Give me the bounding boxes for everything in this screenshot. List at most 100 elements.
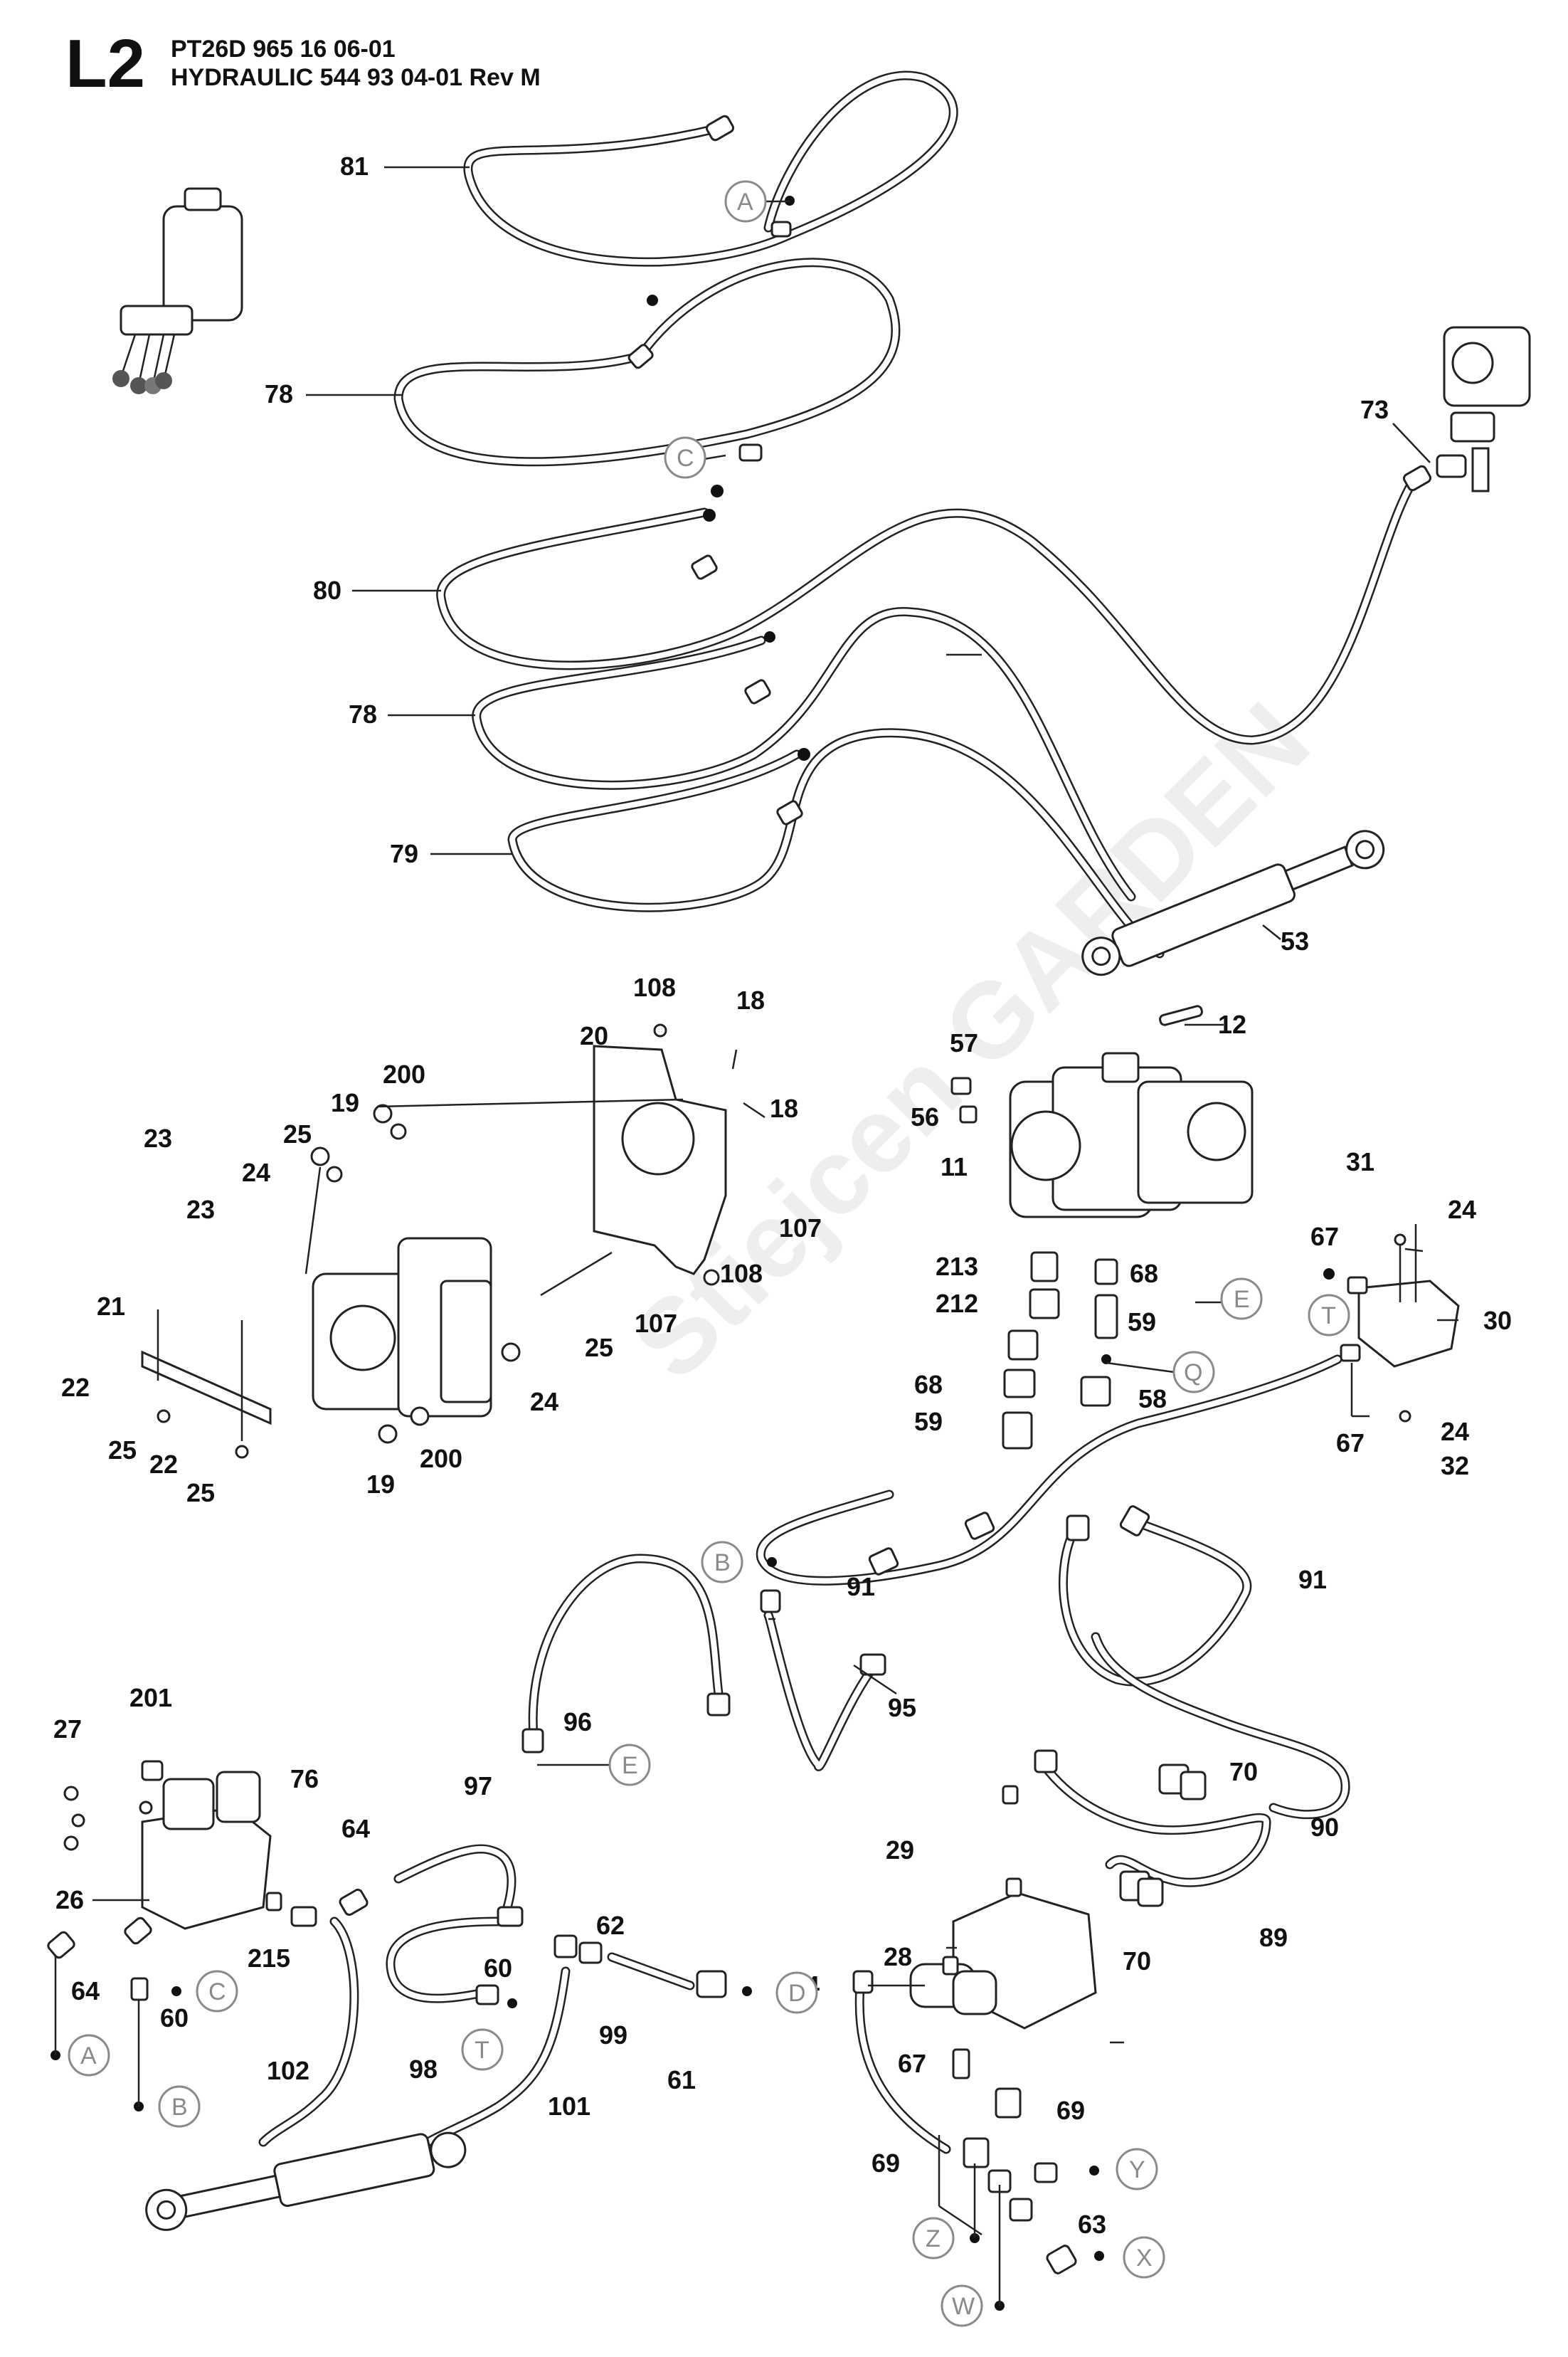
- callout-68: 68: [914, 1370, 943, 1399]
- letter-marker-z: Z: [912, 2217, 955, 2260]
- callout-80: 80: [313, 576, 341, 605]
- callout-62: 62: [596, 1911, 625, 1940]
- callout-59: 59: [1128, 1307, 1156, 1336]
- callout-64: 64: [71, 1976, 100, 2005]
- callout-78: 78: [349, 700, 377, 729]
- callout-212: 212: [936, 1289, 978, 1318]
- callout-61: 61: [667, 2065, 696, 2094]
- callout-24: 24: [530, 1387, 558, 1416]
- callout-213: 213: [936, 1252, 978, 1281]
- callout-29: 29: [886, 1835, 914, 1865]
- callout-24: 24: [1448, 1195, 1476, 1224]
- orbital-motor-icon: [112, 187, 243, 394]
- callout-63: 63: [1078, 2210, 1106, 2239]
- callout-70: 70: [1229, 1757, 1258, 1786]
- svg-text:C: C: [208, 1978, 226, 2005]
- leader-lines: [92, 166, 1458, 2044]
- mid-hose-group: [521, 1354, 1342, 1771]
- svg-text:T: T: [1321, 1302, 1336, 1329]
- letter-marker-c: C: [196, 1970, 238, 2013]
- callout-95: 95: [888, 1693, 916, 1722]
- callout-59: 59: [914, 1407, 943, 1436]
- callout-26: 26: [55, 1885, 84, 1914]
- callout-81: 81: [340, 152, 369, 181]
- lift-cylinder-lower-left: [145, 2131, 467, 2231]
- callout-73: 73: [1360, 395, 1389, 424]
- letter-marker-w: W: [941, 2284, 983, 2327]
- callout-12: 12: [1218, 1010, 1246, 1039]
- valve-block-30: [1323, 1224, 1460, 1423]
- callout-101: 101: [548, 2092, 590, 2121]
- svg-text:W: W: [952, 2293, 975, 2320]
- fitting-stack-center: [1002, 1251, 1118, 1450]
- callout-97: 97: [464, 1771, 492, 1800]
- callout-67: 67: [898, 2049, 926, 2078]
- svg-text:A: A: [80, 2042, 97, 2069]
- callout-60: 60: [160, 2003, 189, 2032]
- callout-18: 18: [736, 986, 765, 1015]
- callout-22: 22: [61, 1373, 90, 1402]
- letter-marker-e: E: [608, 1744, 651, 1786]
- letter-marker-b: B: [158, 2085, 201, 2128]
- hydrostatic-pump-11: [950, 1005, 1254, 1218]
- letter-marker-q: Q: [1172, 1351, 1215, 1393]
- upper-hose-group: [393, 70, 1432, 959]
- callout-25: 25: [186, 1478, 215, 1507]
- svg-text:C: C: [677, 445, 694, 472]
- pump-fitting-top-right: [1436, 326, 1531, 492]
- letter-marker-a: A: [68, 2034, 110, 2077]
- callout-25: 25: [108, 1435, 137, 1465]
- letter-marker-t: T: [1308, 1294, 1350, 1336]
- svg-text:Q: Q: [1184, 1359, 1202, 1386]
- callout-23: 23: [144, 1124, 172, 1153]
- callout-69: 69: [1056, 2096, 1085, 2125]
- callout-96: 96: [563, 1707, 592, 1736]
- callout-78: 78: [265, 379, 293, 408]
- callout-200: 200: [420, 1444, 462, 1473]
- callout-102: 102: [267, 2056, 309, 2085]
- callout-107: 107: [635, 1309, 677, 1338]
- callout-69: 69: [872, 2148, 900, 2178]
- svg-text:X: X: [1136, 2245, 1153, 2272]
- callout-18: 18: [770, 1094, 798, 1123]
- callout-79: 79: [390, 839, 418, 868]
- callout-53: 53: [1281, 927, 1309, 956]
- callout-19: 19: [331, 1088, 359, 1117]
- svg-text:D: D: [788, 1980, 806, 2007]
- callout-91: 91: [847, 1572, 875, 1601]
- callout-99: 99: [599, 2020, 627, 2050]
- callout-67: 67: [1336, 1428, 1365, 1457]
- callout-68: 68: [1130, 1259, 1158, 1288]
- svg-text:A: A: [737, 189, 753, 216]
- callout-70: 70: [1123, 1946, 1151, 1976]
- lower-left-valve-block: [47, 1760, 369, 2111]
- pump-assembly-left: [141, 1023, 766, 1459]
- letter-marker-x: X: [1123, 2236, 1165, 2279]
- letter-marker-b: B: [701, 1541, 743, 1583]
- svg-text:B: B: [171, 2094, 188, 2121]
- callout-25: 25: [283, 1119, 312, 1149]
- callout-58: 58: [1138, 1384, 1167, 1413]
- callout-21: 21: [97, 1292, 125, 1321]
- section-title: HYDRAULIC 544 93 04-01 Rev M: [171, 64, 541, 91]
- svg-text:B: B: [714, 1549, 731, 1576]
- letter-marker-d: D: [775, 1971, 818, 2014]
- page-code: L2: [65, 26, 146, 102]
- callout-67: 67: [1310, 1222, 1339, 1251]
- callout-20: 20: [580, 1021, 608, 1050]
- callout-64: 64: [341, 1814, 370, 1843]
- callout-108: 108: [720, 1259, 763, 1288]
- callout-28: 28: [884, 1942, 912, 1971]
- callout-24: 24: [1441, 1417, 1469, 1446]
- callout-98: 98: [409, 2055, 438, 2084]
- callout-31: 31: [1346, 1147, 1374, 1176]
- callout-numbers: 81 78 80 78 79 73 53 108 18 20 18 107 10…: [53, 152, 1512, 2239]
- callout-57: 57: [950, 1028, 978, 1058]
- callout-19: 19: [366, 1470, 395, 1499]
- callout-56: 56: [911, 1102, 939, 1132]
- callout-60: 60: [484, 1953, 512, 1983]
- callout-201: 201: [129, 1683, 172, 1712]
- svg-text:E: E: [622, 1752, 638, 1779]
- control-valve-28: [852, 1632, 1350, 2311]
